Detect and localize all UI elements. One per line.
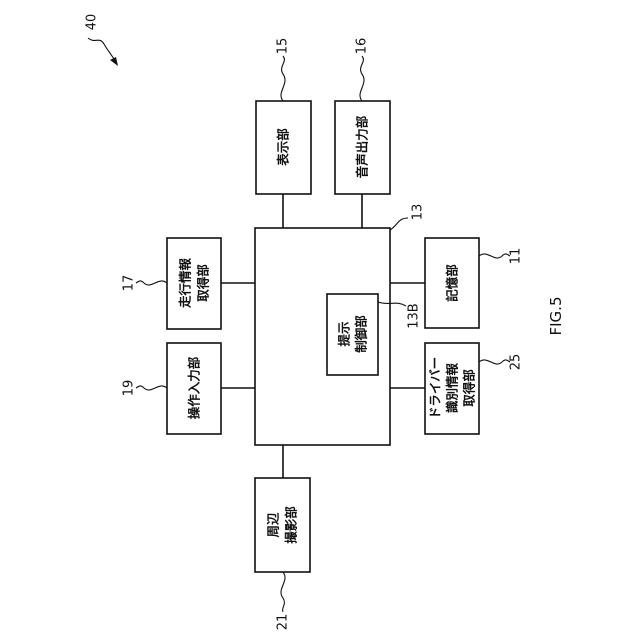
display-leader: [281, 56, 285, 101]
travel-info-label-1: 走行情報: [178, 258, 193, 309]
display-label: 表示部: [276, 128, 291, 167]
driver-id-leader: [479, 360, 510, 364]
storage-label: 記憶部: [445, 264, 460, 302]
figure-number: 40: [85, 14, 100, 31]
travel-info-leader: [136, 281, 167, 285]
audio-label: 音声出力部: [355, 115, 370, 178]
surround-camera-label-2: 撮影部: [284, 506, 299, 544]
figure-number-arrow: [88, 38, 116, 62]
audio-ref: 16: [355, 38, 370, 55]
presentation-control-label-1: 提示: [337, 321, 352, 347]
operation-input-leader: [136, 386, 167, 390]
figure-caption: FIG.5: [547, 297, 565, 336]
driver-id-ref: 25: [509, 354, 524, 371]
audio-leader: [360, 56, 364, 101]
travel-info-ref: 17: [122, 275, 137, 292]
surround-camera-label-1: 周辺: [266, 512, 281, 538]
driver-id-label-3: 取得部: [462, 369, 477, 407]
control-block-ref: 13: [411, 204, 426, 221]
storage-leader: [479, 254, 510, 258]
travel-info-block: [167, 238, 221, 329]
surround-camera-leader: [281, 572, 285, 612]
presentation-control-block: [327, 294, 378, 375]
storage-ref: 11: [509, 248, 524, 265]
driver-id-label-1: ドライバー: [428, 357, 443, 419]
travel-info-label-2: 取得部: [196, 264, 211, 302]
operation-input-label: 操作入力部: [187, 356, 202, 419]
control-block-leader: [390, 218, 408, 230]
driver-id-label-2: 識別情報: [445, 363, 460, 414]
surround-camera-ref: 21: [276, 614, 291, 631]
presentation-control-ref: 13B: [407, 303, 422, 328]
operation-input-ref: 19: [122, 380, 137, 397]
surround-camera-block: [255, 478, 310, 572]
display-ref: 15: [276, 38, 291, 55]
figure-number-arrowhead: [110, 57, 118, 66]
presentation-control-label-2: 制御部: [354, 315, 369, 353]
